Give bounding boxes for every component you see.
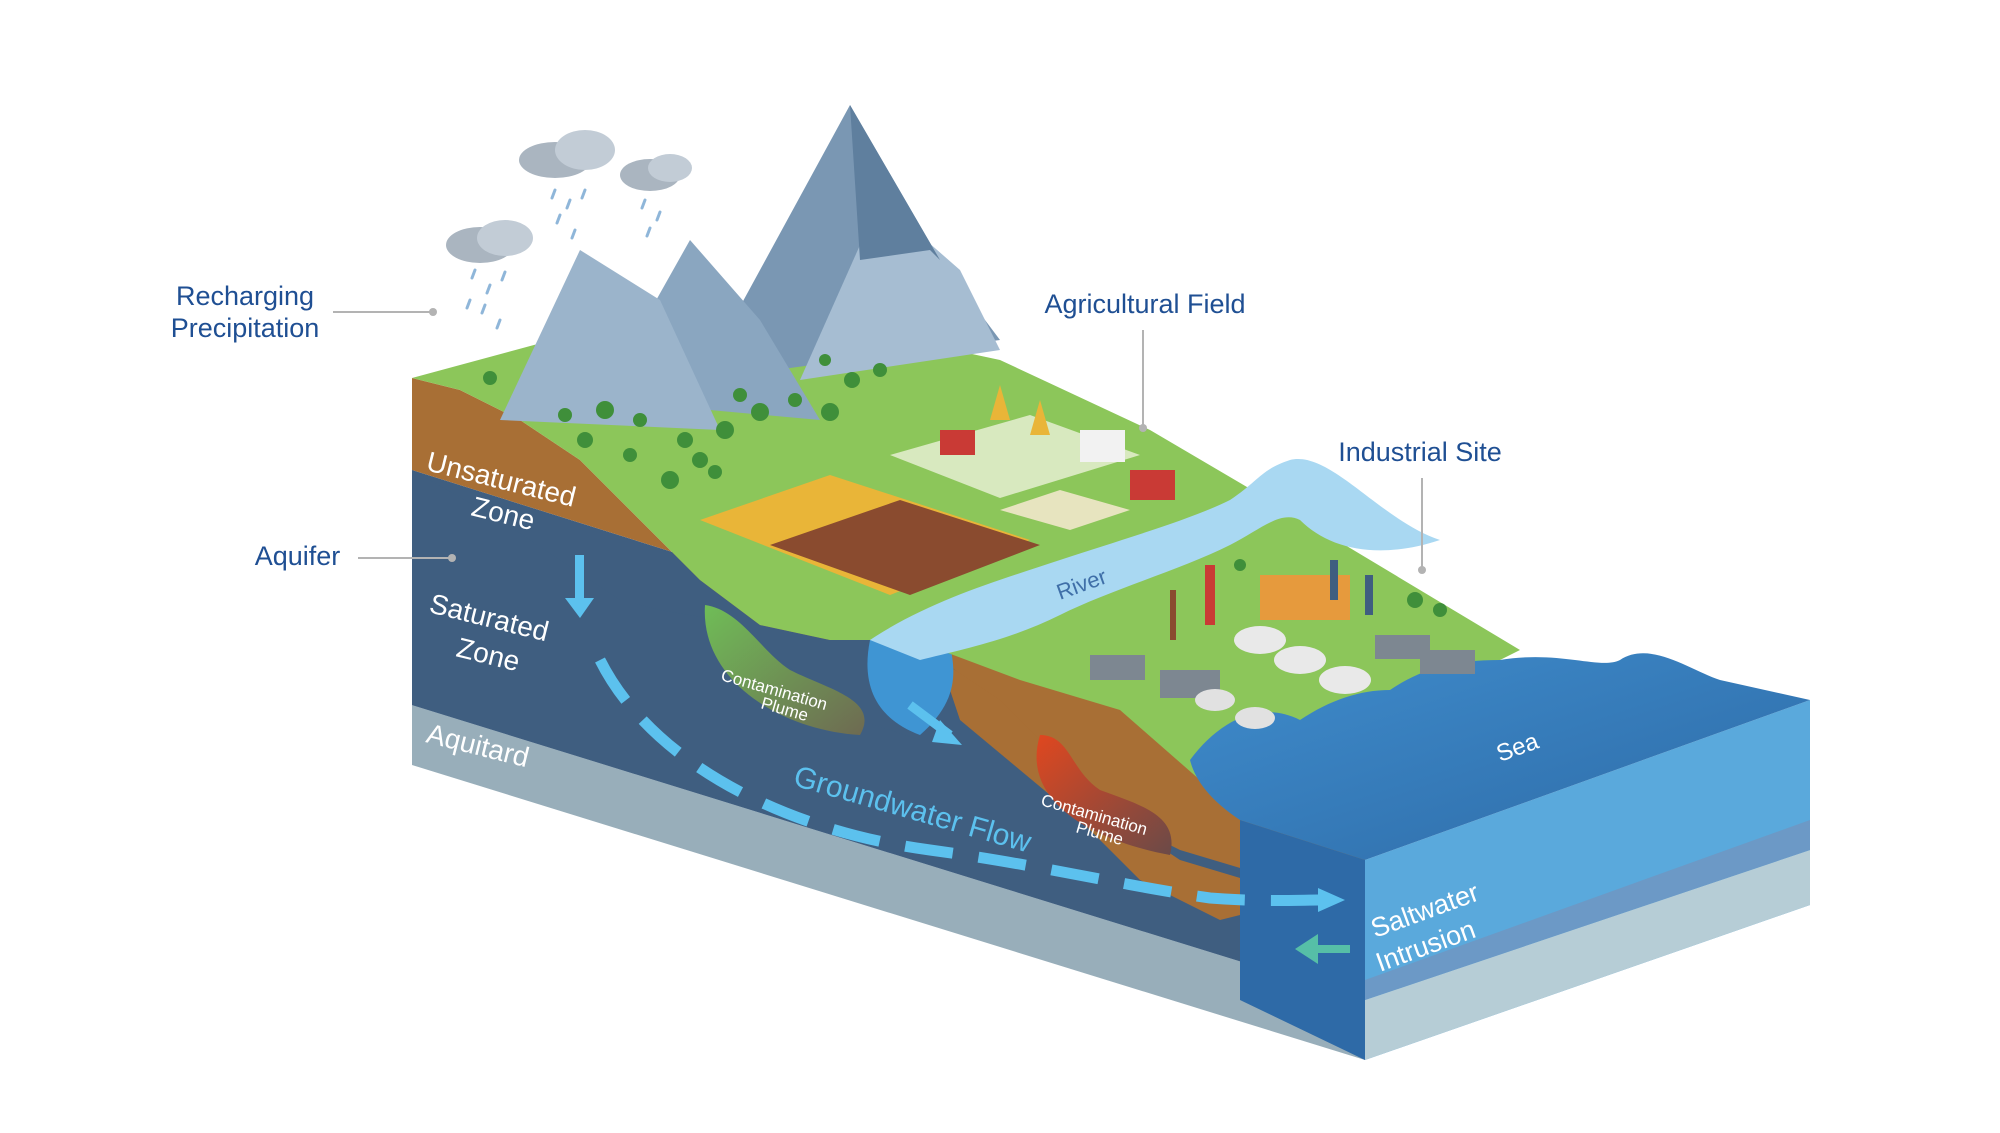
farm-buildings — [940, 385, 1175, 500]
agricultural-field-callout: Agricultural Field — [1044, 289, 1246, 319]
agricultural-leader-dot — [1139, 424, 1147, 432]
river-pocket — [867, 640, 954, 735]
saltwater-arrow-head — [1295, 934, 1318, 964]
river — [870, 459, 1440, 660]
industrial-leader-dot — [1418, 566, 1426, 574]
rain — [465, 188, 662, 330]
industrial-site-callout: Industrial Site — [1338, 437, 1502, 467]
aquifer-leader-dot — [448, 554, 456, 562]
precipitation-leader-dot — [429, 308, 437, 316]
saturated-band — [412, 470, 1365, 1000]
precipitation-callout-line2: Precipitation — [170, 313, 320, 343]
mountain-left — [500, 250, 720, 430]
industrial-buildings — [1090, 560, 1475, 729]
groundwater-flow-arrowhead — [1318, 888, 1345, 912]
sea-front — [1240, 820, 1365, 1060]
mountain-shade — [850, 105, 940, 260]
infiltration-arrow-head — [565, 598, 594, 618]
groundwater-flow-path — [595, 657, 1321, 906]
sea-side-aquitard — [1365, 850, 1810, 1060]
trees — [483, 354, 1447, 617]
precipitation-callout-line1: Recharging — [175, 281, 315, 311]
aquifer-callout: Aquifer — [254, 541, 341, 571]
sea-top — [1190, 653, 1810, 860]
seepage-arrow-head — [932, 720, 962, 745]
contamination-plume-green — [704, 605, 865, 735]
contamination-plume-red — [1036, 735, 1172, 855]
farm-fields — [700, 415, 1140, 595]
aquitard-layer — [412, 705, 1365, 1060]
infiltration-arrow-shaft — [575, 555, 584, 600]
saltwater-arrow-shaft — [1315, 945, 1350, 953]
precipitation-callout: Recharging Precipitation — [160, 280, 330, 344]
rain-clouds — [446, 130, 692, 263]
sea-side-mid — [1365, 820, 1810, 1000]
mountain-right — [800, 200, 1000, 380]
